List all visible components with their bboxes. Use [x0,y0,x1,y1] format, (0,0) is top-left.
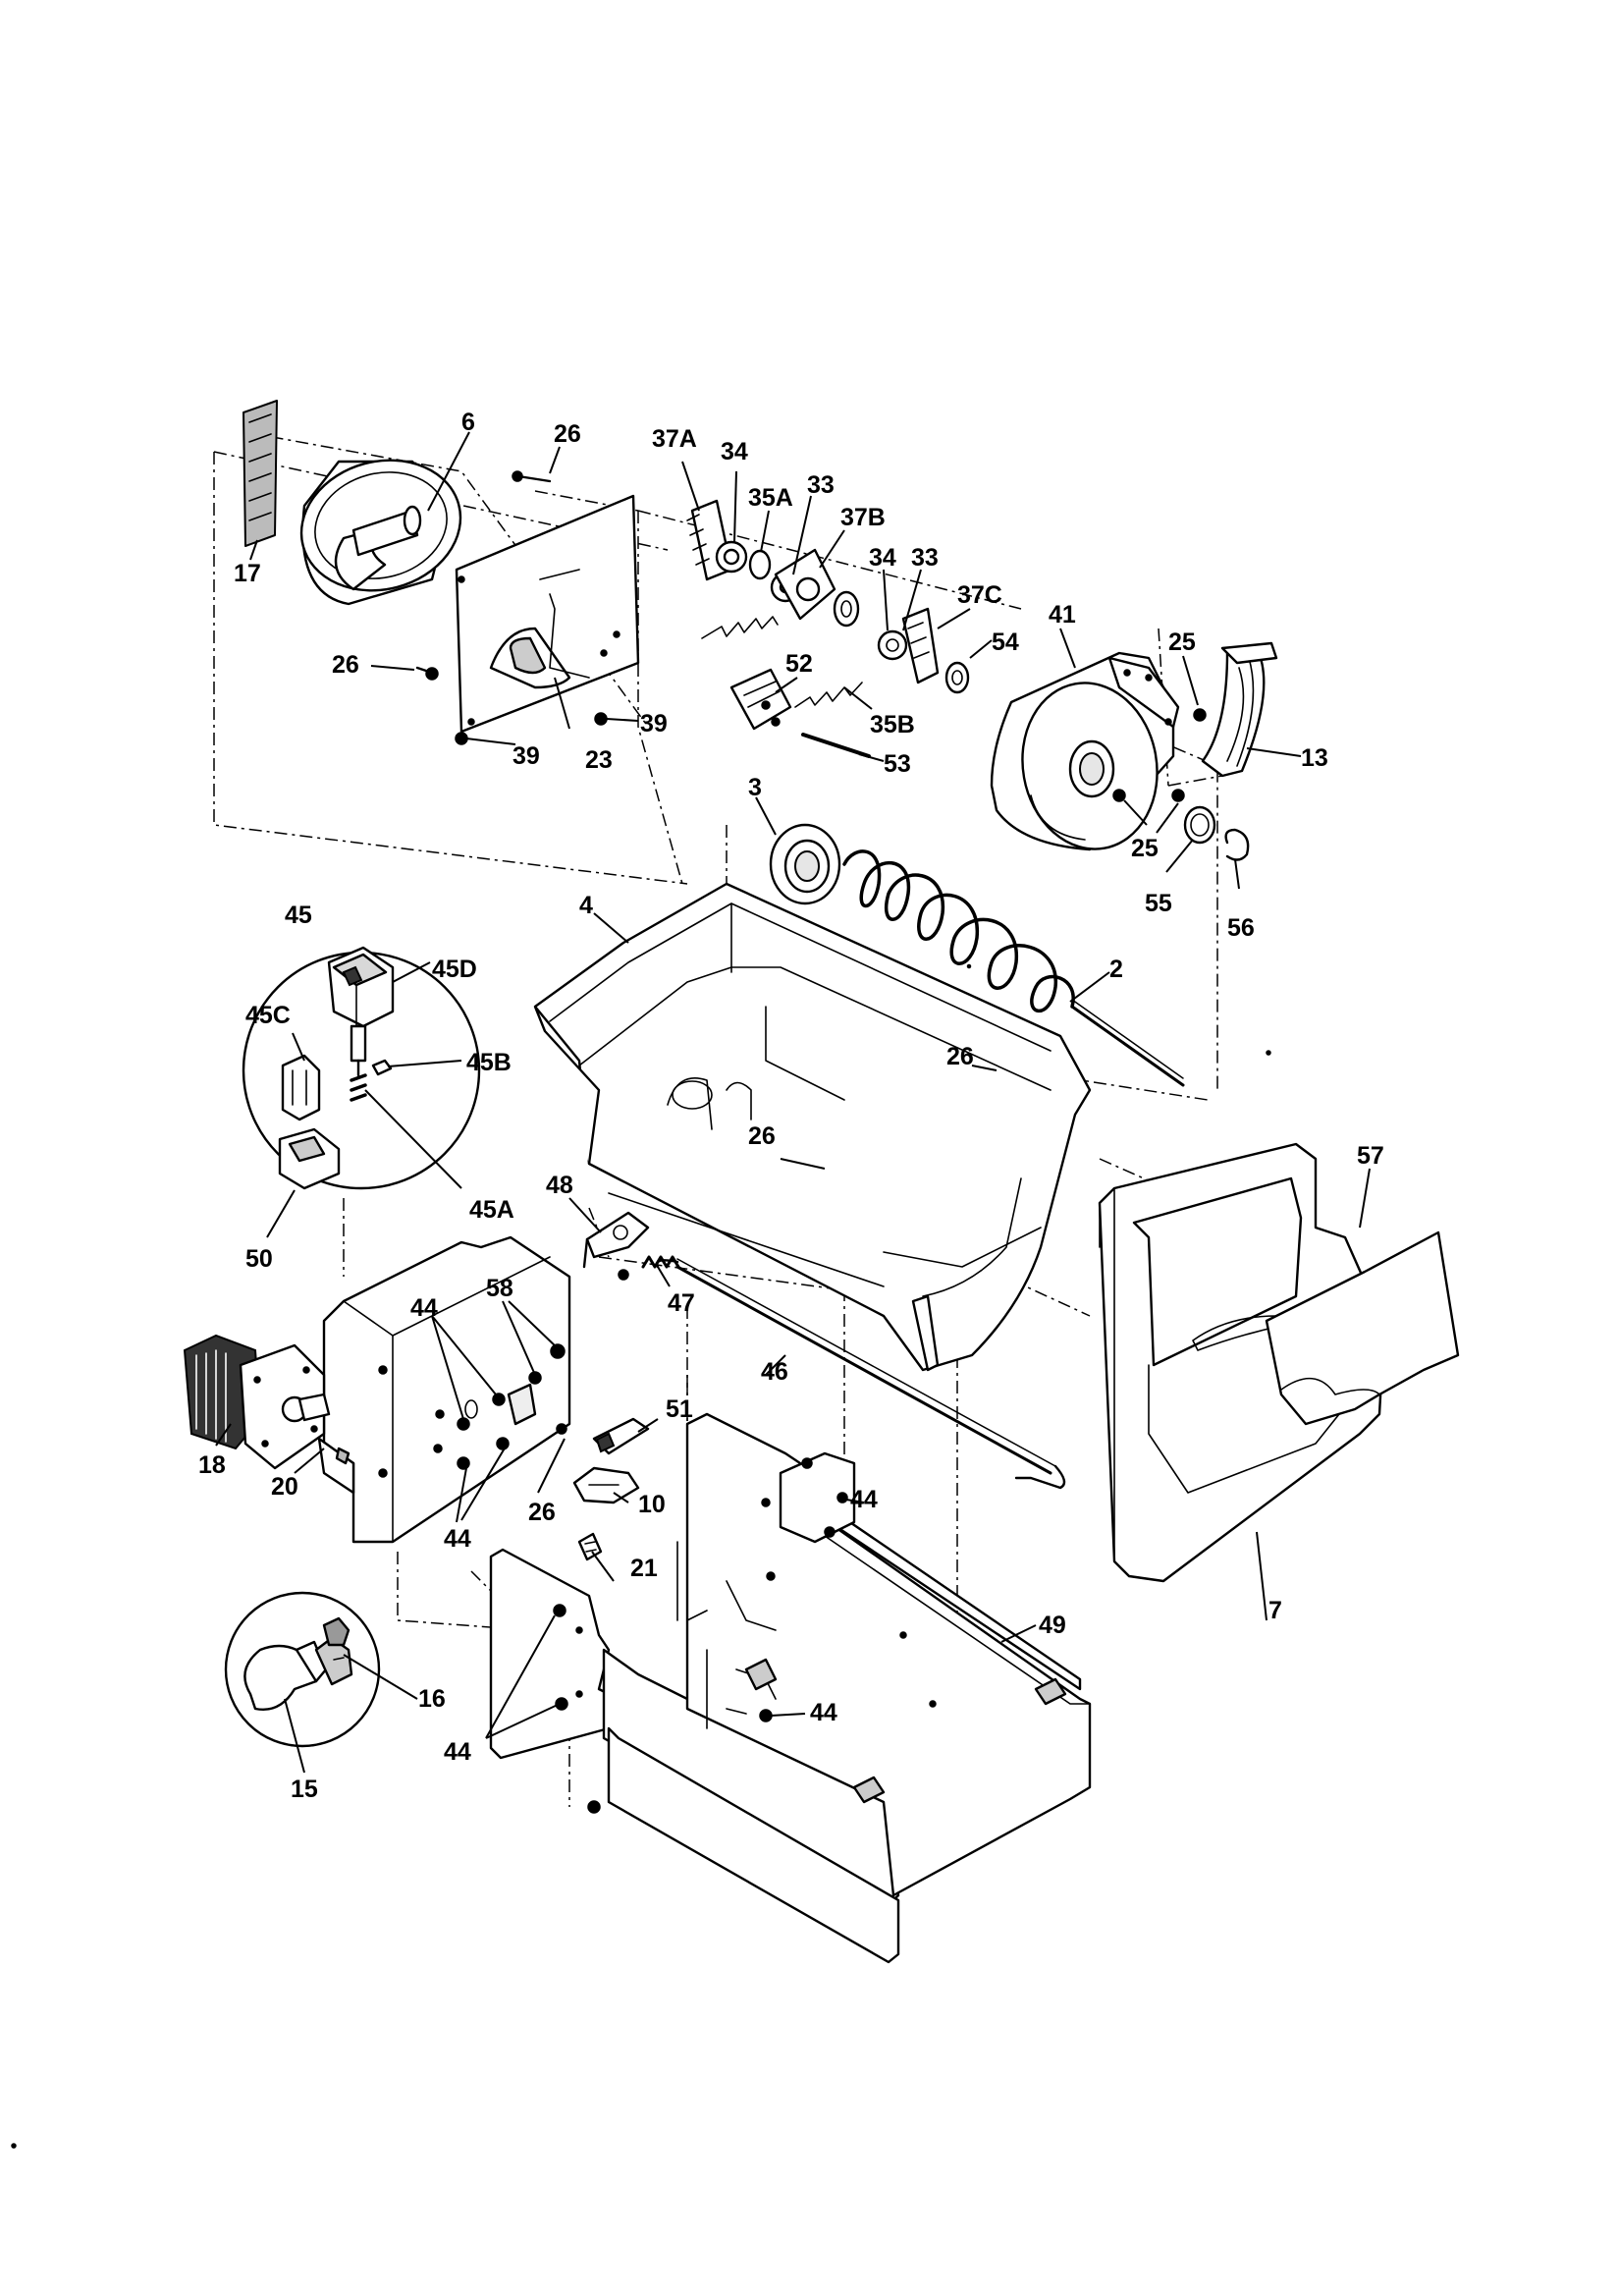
callout-52: 52 [785,650,813,678]
callout-21: 21 [630,1555,658,1582]
callout-44: 44 [444,1738,471,1766]
callout-26: 26 [946,1043,974,1070]
part-gear-stack [686,499,860,639]
callout-56: 56 [1227,914,1255,942]
part-2-auger [842,849,1185,1087]
part-10 [572,1466,640,1504]
callout-35b: 35B [870,711,915,738]
callout-58: 58 [486,1275,513,1302]
callout-33: 33 [911,544,939,572]
callout-2: 2 [1109,956,1123,983]
part-6-drum [299,459,462,606]
callout-17: 17 [234,560,261,587]
callout-6: 6 [461,409,475,436]
part-41-housing [990,651,1180,851]
callout-3: 3 [748,774,762,801]
callout-labels: 6 26 37A 34 35A 33 37B 34 33 37C 41 25 1… [198,409,1384,1803]
callout-48: 48 [546,1172,573,1199]
part-18-motor [183,1334,331,1470]
callout-53: 53 [884,750,911,778]
callout-45a: 45A [469,1196,514,1224]
callout-44: 44 [444,1525,471,1553]
callout-26: 26 [748,1122,776,1150]
callout-39: 39 [512,742,540,770]
callout-15: 15 [291,1776,318,1803]
callout-49: 49 [1039,1612,1066,1639]
part-48-bracket [582,1211,650,1269]
callout-54: 54 [992,629,1019,656]
callout-26: 26 [332,651,359,679]
part-gear-stack-lower [794,607,970,708]
callout-45: 45 [285,902,312,929]
part-23-plate [455,494,640,734]
callout-26: 26 [554,420,581,448]
part-20-box [317,1235,571,1544]
callout-13: 13 [1301,744,1328,772]
callout-35a: 35A [748,484,793,512]
callout-39: 39 [640,710,668,738]
parts-25-55-56 [1112,708,1250,861]
callout-4: 4 [579,892,593,919]
callout-50: 50 [245,1245,273,1273]
callout-16: 16 [418,1685,446,1713]
callout-37a: 37A [652,425,697,453]
callout-51: 51 [666,1395,693,1423]
callout-23: 23 [585,746,613,774]
part-15-16-lamp-detail [224,1591,381,1748]
part-49-lower-housing [489,1412,1092,1964]
callout-44: 44 [410,1294,438,1322]
callout-37b: 37B [840,504,886,531]
callout-20: 20 [271,1473,298,1501]
part-13 [1201,641,1278,778]
callout-44: 44 [850,1486,878,1513]
callout-45d: 45D [432,956,477,983]
callout-41: 41 [1049,601,1076,629]
callout-33: 33 [807,471,835,499]
callout-34: 34 [721,438,748,465]
screws-box [457,1343,567,1470]
leader-lines [215,431,1371,1774]
part-17-filter [243,400,278,547]
callout-37c: 37C [957,581,1002,609]
callout-25: 25 [1168,629,1196,656]
part-51 [592,1417,650,1455]
part-21 [577,1532,603,1561]
callout-10: 10 [638,1491,666,1518]
callout-46: 46 [761,1358,788,1386]
part-4-bucket [533,882,1092,1372]
part-52 [729,668,792,731]
part-57-chute [1265,1230,1460,1426]
callout-25: 25 [1131,835,1159,862]
callout-26: 26 [528,1499,556,1526]
screws-upper [415,470,608,745]
callout-18: 18 [198,1451,226,1479]
callout-45c: 45C [245,1002,291,1029]
callout-34: 34 [869,544,896,572]
callout-44: 44 [810,1699,837,1726]
callout-55: 55 [1145,890,1172,917]
stray-marks [11,963,1271,2149]
part-3-collar [769,823,841,905]
part-53-pin [801,733,871,758]
part-7-door [1098,1142,1386,1583]
callout-47: 47 [668,1289,695,1317]
part-47-spring [618,1255,680,1281]
callout-57: 57 [1357,1142,1384,1170]
callout-7: 7 [1268,1597,1282,1624]
callout-45b: 45B [466,1049,512,1076]
part-45-detail [242,946,481,1190]
